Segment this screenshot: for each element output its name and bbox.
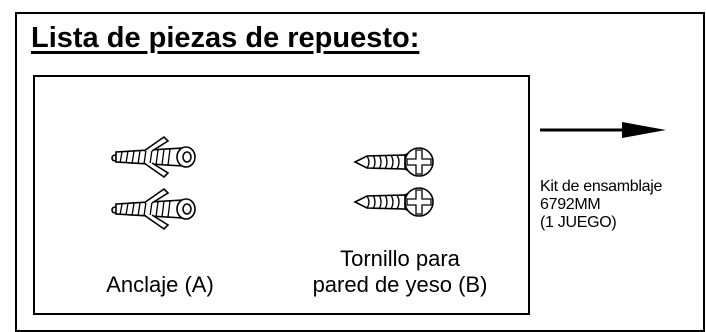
page-title: Lista de piezas de repuesto:	[31, 22, 420, 54]
arrow-right-icon	[540, 122, 666, 138]
kit-quantity: (1 JUEGO)	[540, 214, 617, 231]
kit-name: Kit de ensamblaje	[540, 178, 663, 195]
part-label-screw-line: pared de yeso (B)	[312, 272, 488, 297]
parts-panel: Anclaje (A) Tornillo para pared de yeso …	[33, 75, 530, 315]
drywall-screw-icon	[353, 147, 434, 177]
part-label-anchor: Anclaje (A)	[106, 272, 214, 297]
kit-model-number: 6792MM	[540, 196, 601, 213]
wall-anchor-icon	[111, 187, 196, 231]
assembly-kit-label: Kit de ensamblaje 6792MM (1 JUEGO)	[540, 178, 662, 232]
wall-anchor-icon	[111, 135, 196, 179]
drywall-screw-icon	[353, 187, 434, 217]
part-label-screw: Tornillo para pared de yeso (B)	[290, 246, 510, 298]
part-label-screw-line: Tornillo para	[340, 246, 460, 271]
